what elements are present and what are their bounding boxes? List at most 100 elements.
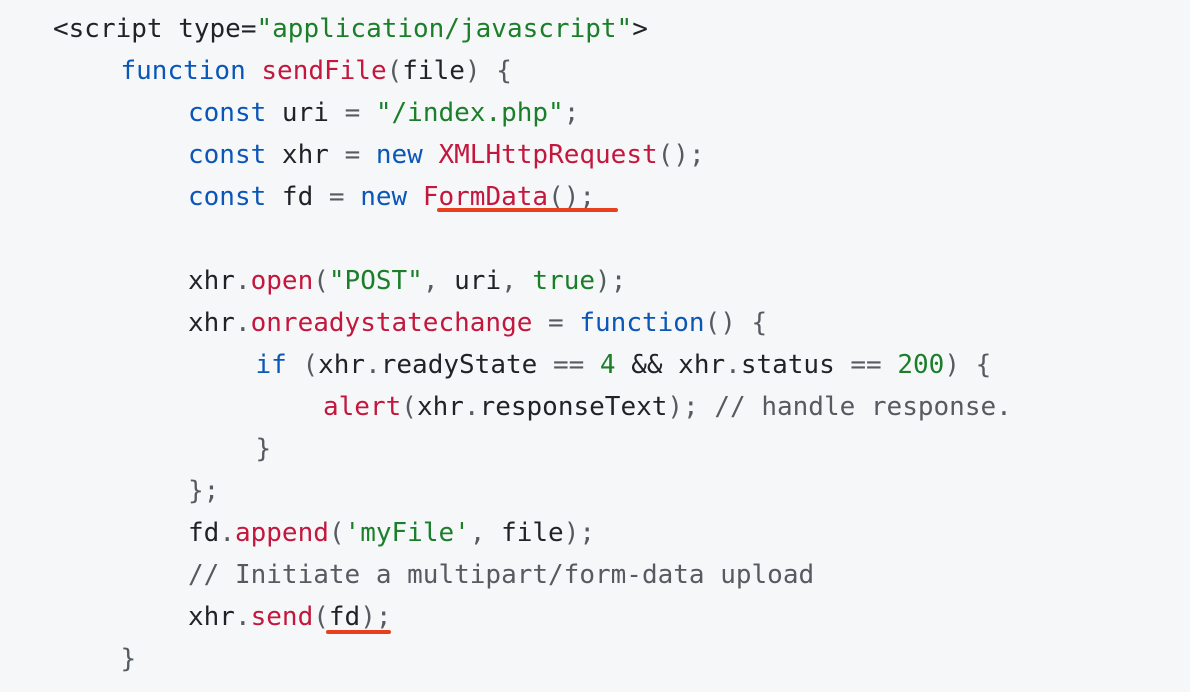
code-token: . xyxy=(234,602,251,632)
code-token: > xyxy=(632,14,648,44)
code-token: xhr xyxy=(188,602,235,632)
code-token: uri xyxy=(266,98,345,128)
code-line: const fd = new FormData(); xyxy=(188,176,595,218)
code-token: new xyxy=(360,182,408,212)
code-token: XMLHttpRequest xyxy=(438,140,658,170)
code-token: ) xyxy=(464,56,481,86)
code-token: . xyxy=(234,308,251,338)
code-token xyxy=(699,392,715,422)
highlight-underline xyxy=(326,630,391,634)
code-token: responseText xyxy=(479,392,668,422)
code-token: if xyxy=(255,350,287,380)
code-token xyxy=(360,140,376,170)
code-token xyxy=(246,56,262,86)
code-token: , xyxy=(501,266,533,296)
code-line: // Initiate a multipart/form-data upload xyxy=(188,554,814,596)
code-token: }; xyxy=(188,476,220,506)
code-token: } xyxy=(255,434,272,464)
code-line: xhr.open("POST", uri, true); xyxy=(188,260,626,302)
code-token: } xyxy=(120,644,137,674)
code-line: } xyxy=(121,638,137,680)
code-token: , xyxy=(422,266,455,296)
code-token xyxy=(423,140,439,170)
code-token: "POST" xyxy=(328,266,423,296)
code-token: 'myFile' xyxy=(344,518,470,548)
code-token: open xyxy=(250,266,314,296)
code-token: ( xyxy=(386,56,403,86)
code-token: <script type= xyxy=(53,14,257,44)
code-token: ); xyxy=(595,266,627,296)
code-token: xhr xyxy=(662,350,726,380)
code-token xyxy=(532,308,548,338)
code-token: const xyxy=(188,140,267,170)
code-token: && xyxy=(631,350,663,380)
code-token: == xyxy=(552,350,585,380)
code-line: function sendFile(file) { xyxy=(121,50,512,92)
code-token xyxy=(882,350,898,380)
code-token: xhr xyxy=(188,308,235,338)
code-token: . xyxy=(463,392,480,422)
code-line: if (xhr.readyState == 4 && xhr.status ==… xyxy=(256,344,992,386)
code-token: fd xyxy=(188,518,220,548)
code-token: ( xyxy=(286,350,319,380)
code-line: alert(xhr.responseText); // handle respo… xyxy=(323,386,1012,428)
code-token: function xyxy=(579,308,705,338)
code-line: fd.append('myFile', file); xyxy=(188,512,595,554)
code-token: ( xyxy=(401,392,417,422)
code-token: == xyxy=(850,350,882,380)
code-token: alert xyxy=(323,392,402,422)
code-token: { xyxy=(480,56,512,86)
code-token: "/index.php" xyxy=(375,98,564,128)
code-token: new xyxy=(375,140,423,170)
code-token: fd xyxy=(328,602,361,632)
code-token: . xyxy=(725,350,741,380)
code-token: function xyxy=(120,56,246,86)
code-token: . xyxy=(365,350,381,380)
code-token: (); xyxy=(548,182,596,212)
code-token: ); xyxy=(563,518,596,548)
code-token xyxy=(616,350,632,380)
code-token: 200 xyxy=(897,350,945,380)
code-token xyxy=(407,182,423,212)
code-token: , xyxy=(469,518,502,548)
code-token: ( xyxy=(328,518,345,548)
code-token: // Initiate a multipart/form-data upload xyxy=(188,560,815,590)
code-line: xhr.onreadystatechange = function() { xyxy=(188,302,767,344)
code-token: . xyxy=(219,518,235,548)
code-token: append xyxy=(234,518,329,548)
code-token: xhr xyxy=(416,392,464,422)
code-token: fd xyxy=(266,182,329,212)
code-token: file xyxy=(501,518,564,548)
code-token: ( xyxy=(313,602,329,632)
code-token: ); xyxy=(667,392,699,422)
code-token: 4 xyxy=(599,350,616,380)
code-token: const xyxy=(188,98,267,128)
code-token: FormData xyxy=(422,182,549,212)
code-token xyxy=(360,98,376,128)
code-line: <script type="application/javascript"> xyxy=(53,8,648,50)
code-line: const xhr = new XMLHttpRequest(); xyxy=(188,134,705,176)
code-token: // handle response. xyxy=(714,392,1012,422)
code-token: file xyxy=(402,56,465,86)
code-token: "application/javascript" xyxy=(256,14,633,44)
highlight-underline xyxy=(437,208,618,212)
code-token: sendFile xyxy=(261,56,387,86)
code-token: send xyxy=(250,602,314,632)
code-token: = xyxy=(344,140,361,170)
code-token: onreadystatechange xyxy=(250,308,533,338)
code-token: true xyxy=(532,266,596,296)
code-token: readyState xyxy=(380,350,553,380)
code-token xyxy=(564,308,580,338)
code-line: }; xyxy=(188,470,219,512)
code-token xyxy=(345,182,361,212)
code-token: = xyxy=(328,182,345,212)
code-token: = xyxy=(344,98,361,128)
code-token: ); xyxy=(360,602,392,632)
code-line: const uri = "/index.php"; xyxy=(188,92,579,134)
code-token: . xyxy=(234,266,251,296)
code-token: uri xyxy=(454,266,502,296)
code-token: status xyxy=(740,350,851,380)
code-token: = xyxy=(548,308,564,338)
code-token: xhr xyxy=(188,266,235,296)
